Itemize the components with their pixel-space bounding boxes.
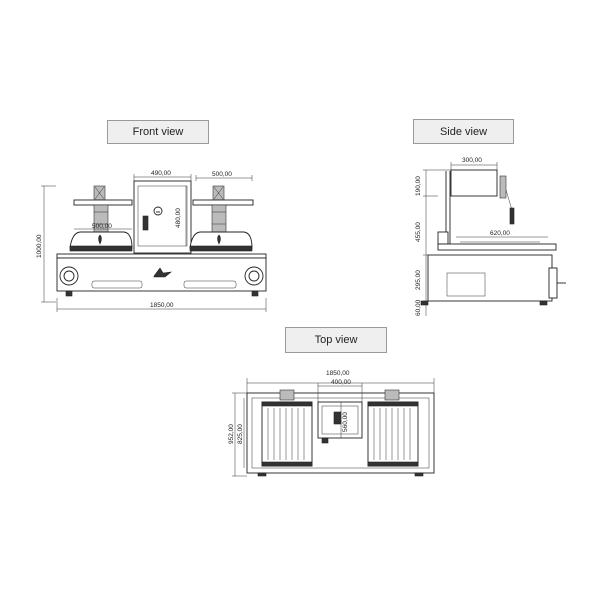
front-center-width-label: 490,00 [151, 170, 171, 177]
side-view-drawing: 300,00 190,00 455,00 295,00 60,00 620,00 [415, 157, 566, 316]
top-center-depth-label: 560,00 [342, 412, 349, 432]
side-grill-depth-label: 620,00 [490, 230, 510, 237]
front-overall-height-label: 1000,00 [36, 234, 43, 258]
front-view-drawing: 1000,00 1850,00 490,00 500,00 500,00 480… [36, 170, 267, 312]
front-grill-width-label: 500,00 [92, 223, 112, 230]
top-view-drawing: 1850,00 400,00 952,00 825,00 560,00 [228, 370, 435, 477]
top-view-label: Top view [285, 327, 387, 353]
front-view-label: Front view [107, 120, 209, 144]
side-top-depth-label: 300,00 [462, 157, 482, 164]
front-overall-width-label: 1850,00 [150, 302, 174, 309]
side-h295-label: 295,00 [415, 270, 422, 290]
side-view-label: Side view [413, 119, 514, 144]
side-h455-label: 455,00 [415, 222, 422, 242]
top-outer-depth-label: 952,00 [228, 424, 235, 444]
front-right-module-width-label: 500,00 [212, 171, 232, 178]
top-overall-width-label: 1850,00 [326, 370, 350, 377]
front-center-height-label: 480,00 [175, 208, 182, 228]
top-center-width-label: 400,00 [331, 379, 351, 386]
side-h190-label: 190,00 [415, 176, 422, 196]
top-inner-depth-label: 825,00 [237, 424, 244, 444]
side-h60-label: 60,00 [415, 299, 422, 316]
